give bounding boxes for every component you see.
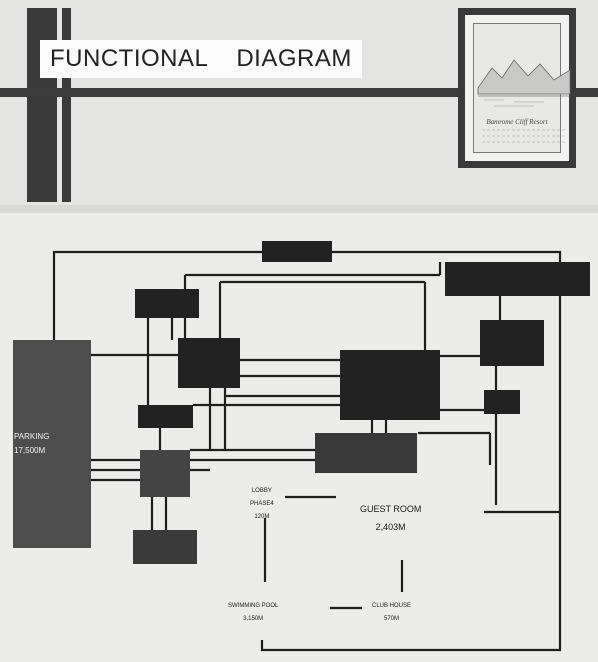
- club-house-area: 570M: [372, 613, 411, 626]
- swimming-pool-label: SWIMMING POOL 3,150M: [228, 600, 278, 626]
- top-function-box: [262, 241, 332, 262]
- right-small-function-box: [484, 390, 520, 414]
- upper-left-function-box: [135, 289, 199, 318]
- lobby-phase: PHASE4: [250, 498, 274, 511]
- lobby-name: LOBBY: [250, 485, 274, 498]
- guest-room-area: 2,403M: [360, 518, 421, 536]
- right-upper-function-box: [445, 262, 590, 296]
- central-main-function-box: [340, 350, 440, 420]
- bottom-left-function-box: [133, 530, 197, 564]
- club-house-name: CLUB HOUSE: [372, 600, 411, 613]
- swimming-pool-name: SWIMMING POOL: [228, 600, 278, 613]
- lower-central-function-box: [315, 433, 417, 473]
- swimming-pool-area: 3,150M: [228, 613, 278, 626]
- central-left-function-box: [178, 338, 240, 388]
- left-small-function-box: [138, 405, 193, 428]
- parking-area: 17,500M: [14, 444, 49, 458]
- club-house-label: CLUB HOUSE 570M: [372, 600, 411, 626]
- right-middle-function-box: [480, 320, 544, 366]
- parking-label: PARKING 17,500M: [14, 430, 49, 458]
- lobby-area: 120M: [250, 511, 274, 524]
- lobby-label: LOBBY PHASE4 120M: [250, 485, 274, 524]
- parking-name: PARKING: [14, 430, 49, 444]
- guest-room-label: GUEST ROOM 2,403M: [360, 500, 421, 536]
- lower-left-function-box: [140, 450, 190, 497]
- guest-room-name: GUEST ROOM: [360, 500, 421, 518]
